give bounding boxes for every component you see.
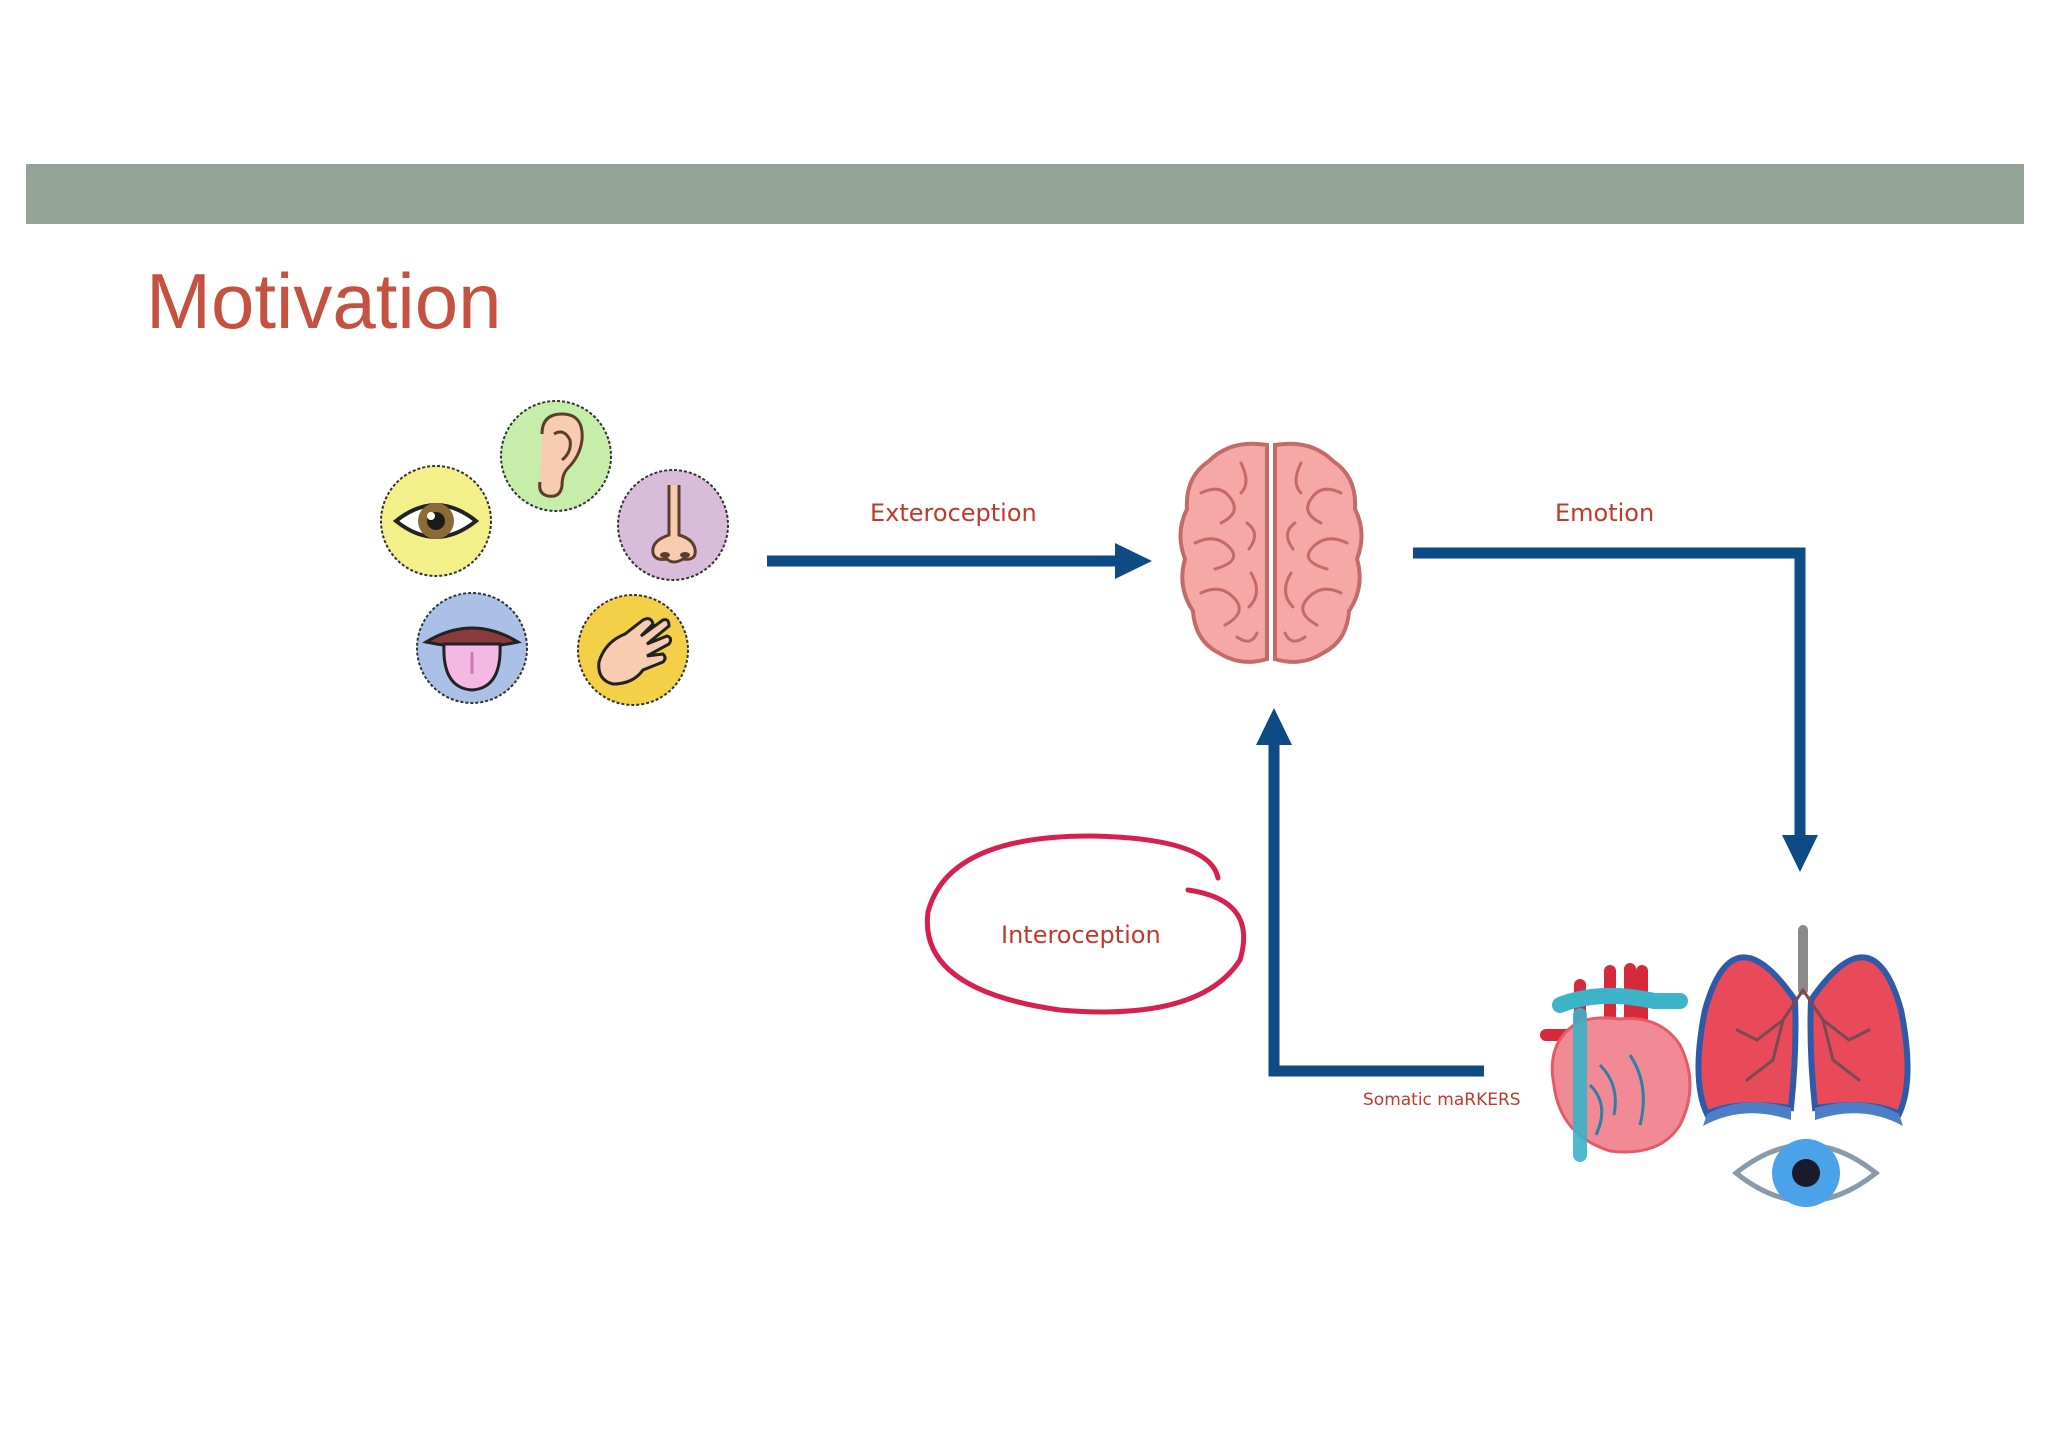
interoception-highlight-circle bbox=[924, 833, 1247, 1015]
exteroception-label: Exteroception bbox=[870, 499, 1037, 527]
brain-icon bbox=[1178, 441, 1364, 664]
emotion-arrow bbox=[1413, 547, 1818, 872]
nose-icon bbox=[617, 469, 729, 581]
exteroception-arrow bbox=[767, 543, 1152, 579]
eye-icon bbox=[380, 465, 492, 577]
eye-icon bbox=[1731, 1139, 1881, 1207]
hand-icon bbox=[577, 594, 689, 706]
senses-group bbox=[380, 400, 729, 706]
interoception-label: Interoception bbox=[1001, 921, 1161, 949]
somatic-markers-arrow bbox=[1256, 708, 1484, 1077]
lungs-icon bbox=[1695, 925, 1911, 1126]
ear-icon bbox=[500, 400, 612, 512]
heart-icon bbox=[1540, 963, 1692, 1162]
somatic-markers-label: Somatic maRKERS bbox=[1363, 1090, 1521, 1110]
slide-title: Motivation bbox=[146, 257, 502, 345]
header-bar bbox=[26, 164, 2024, 224]
emotion-label: Emotion bbox=[1555, 499, 1655, 527]
tongue-icon bbox=[416, 592, 528, 704]
